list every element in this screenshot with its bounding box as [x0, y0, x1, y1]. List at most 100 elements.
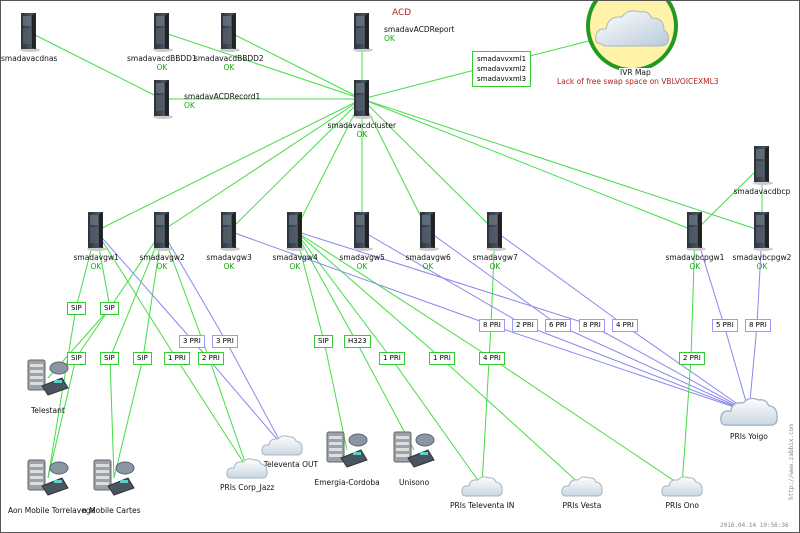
server-icon	[153, 80, 173, 119]
cloud-label: PRIs Ono	[665, 501, 699, 510]
cloud-node[interactable]	[560, 474, 604, 502]
server-status: OK	[689, 262, 701, 271]
server-icon	[20, 13, 40, 52]
pbx-node[interactable]	[325, 430, 369, 472]
link-label[interactable]: SIP	[100, 352, 119, 365]
vxml-group[interactable]: smadavvxml1 smadavvxml2 smadavvxml3	[472, 51, 532, 87]
link-label[interactable]: 8 PRI	[479, 319, 505, 332]
cloud-node[interactable]	[225, 456, 269, 484]
server-node[interactable]	[351, 211, 373, 255]
server-node[interactable]	[85, 211, 107, 255]
pbx-node[interactable]	[92, 458, 136, 500]
server-node[interactable]	[351, 79, 373, 123]
link-label[interactable]: 6 PRI	[545, 319, 571, 332]
link-label[interactable]: 4 PRI	[612, 319, 638, 332]
server-node[interactable]	[484, 211, 506, 255]
server-node[interactable]	[151, 211, 173, 255]
pbx-icon	[93, 459, 135, 496]
link-line	[294, 230, 392, 359]
server-status: OK	[422, 262, 434, 271]
link-line	[75, 230, 163, 359]
cloud-node[interactable]	[718, 394, 780, 433]
link-line	[95, 230, 194, 342]
link-label[interactable]: H323	[344, 335, 371, 348]
server-status: OK	[489, 262, 501, 271]
pbx-node[interactable]	[26, 458, 70, 500]
server-status: OK	[156, 262, 168, 271]
cloud-node[interactable]	[460, 474, 504, 502]
server-icon	[286, 212, 306, 251]
link-line	[690, 230, 696, 359]
server-node[interactable]	[151, 79, 173, 123]
link-label[interactable]: 1 PRI	[379, 352, 405, 365]
pbx-node[interactable]	[26, 358, 70, 400]
link-line	[440, 357, 583, 487]
link-label[interactable]: 8 PRI	[579, 319, 605, 332]
server-status: OK	[156, 63, 168, 72]
link-line	[361, 98, 696, 232]
link-line	[494, 230, 625, 326]
pbx-icon	[326, 431, 368, 468]
server-label: smadavgw7	[472, 253, 518, 262]
link-line	[590, 324, 750, 413]
link-label[interactable]: 3 PRI	[179, 335, 205, 348]
server-node[interactable]	[751, 211, 773, 255]
link-label[interactable]: 3 PRI	[212, 335, 238, 348]
link-label[interactable]: 2 PRI	[198, 352, 224, 365]
server-label: smadavbcpgw1	[665, 253, 725, 262]
server-label: smadavgw1	[73, 253, 119, 262]
link-line	[523, 324, 750, 413]
server-icon	[220, 212, 240, 251]
cloud-node[interactable]	[660, 474, 704, 502]
server-status: OK	[223, 63, 235, 72]
link-label[interactable]: 4 PRI	[479, 352, 505, 365]
cloud-label: PRIs Televenta OUT	[245, 460, 319, 469]
vxml-host-3: smadavvxml3	[477, 75, 527, 83]
cloud-icon	[461, 476, 503, 497]
link-label[interactable]: 1 PRI	[429, 352, 455, 365]
server-node[interactable]	[684, 211, 706, 255]
link-label[interactable]: SIP	[67, 302, 86, 315]
link-line	[723, 324, 750, 413]
ivr-map-node[interactable]	[586, 0, 678, 76]
link-line	[47, 307, 77, 479]
pbx-icon	[27, 359, 69, 396]
pbx-node[interactable]	[392, 430, 436, 472]
link-label[interactable]: 2 PRI	[679, 352, 705, 365]
pbx-label: Aon Mobile Torrelavega	[8, 506, 96, 515]
link-label[interactable]: SIP	[314, 335, 333, 348]
link-label[interactable]: SIP	[67, 352, 86, 365]
server-node[interactable]	[751, 145, 773, 189]
server-node[interactable]	[218, 211, 240, 255]
server-icon	[753, 212, 773, 251]
link-line	[748, 324, 758, 413]
server-status: OK	[223, 262, 235, 271]
cloud-node[interactable]	[260, 433, 304, 461]
link-label[interactable]: SIP	[100, 302, 119, 315]
link-label[interactable]: 8 PRI	[745, 319, 771, 332]
server-node[interactable]	[284, 211, 306, 255]
ivr-map-label: IVR Map	[619, 68, 652, 77]
server-node[interactable]	[351, 12, 373, 56]
map-timestamp: 2016.04.14 10:56:36	[720, 522, 789, 529]
server-icon	[220, 13, 240, 52]
link-label[interactable]: SIP	[133, 352, 152, 365]
link-label[interactable]: 1 PRI	[164, 352, 190, 365]
cloud-icon	[561, 476, 603, 497]
link-line	[390, 357, 483, 487]
server-status: OK	[289, 262, 301, 271]
link-label[interactable]: 5 PRI	[712, 319, 738, 332]
server-node[interactable]	[151, 12, 173, 56]
server-status: OK	[184, 101, 195, 110]
server-label: smadavgw4	[272, 253, 318, 262]
link-line	[95, 98, 363, 232]
server-node[interactable]	[18, 12, 40, 56]
cloud-icon	[661, 476, 703, 497]
link-line	[294, 98, 363, 232]
link-line	[490, 324, 750, 413]
server-label: smadavacdcluster	[327, 121, 397, 130]
server-node[interactable]	[218, 12, 240, 56]
server-node[interactable]	[417, 211, 439, 255]
link-label[interactable]: 2 PRI	[512, 319, 538, 332]
link-line	[294, 230, 492, 359]
